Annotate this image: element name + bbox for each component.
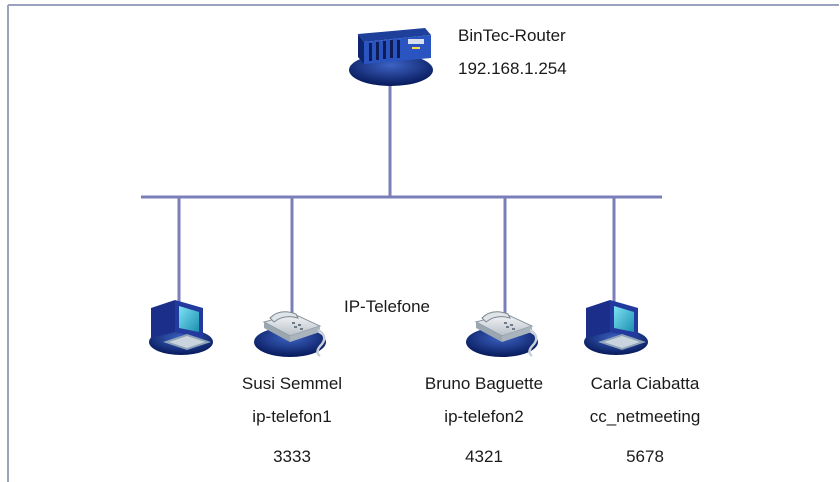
pc-icon — [149, 300, 213, 355]
device-host-name: cc_netmeeting — [589, 407, 701, 426]
device-phone-number: 5678 — [626, 447, 664, 466]
device-user-name: Carla Ciabatta — [590, 374, 700, 393]
group-label: IP-Telefone — [344, 297, 430, 316]
diagram-frame — [7, 4, 839, 482]
device-host-name: ip-telefon2 — [444, 407, 524, 426]
pc-icon — [584, 300, 648, 355]
router-name: BinTec-Router — [458, 26, 566, 45]
device-phone-number: 4321 — [465, 447, 503, 466]
ip-phone-icon — [254, 311, 326, 358]
network-lines — [141, 85, 662, 320]
router-ip: 192.168.1.254 — [458, 59, 567, 78]
ip-phone-icon — [466, 311, 538, 358]
device-host-name: ip-telefon1 — [252, 407, 332, 426]
device-user-name: Bruno Baguette — [424, 374, 544, 393]
router-icon — [349, 28, 433, 86]
device-phone-number: 3333 — [273, 447, 311, 466]
device-user-name: Susi Semmel — [241, 374, 343, 393]
